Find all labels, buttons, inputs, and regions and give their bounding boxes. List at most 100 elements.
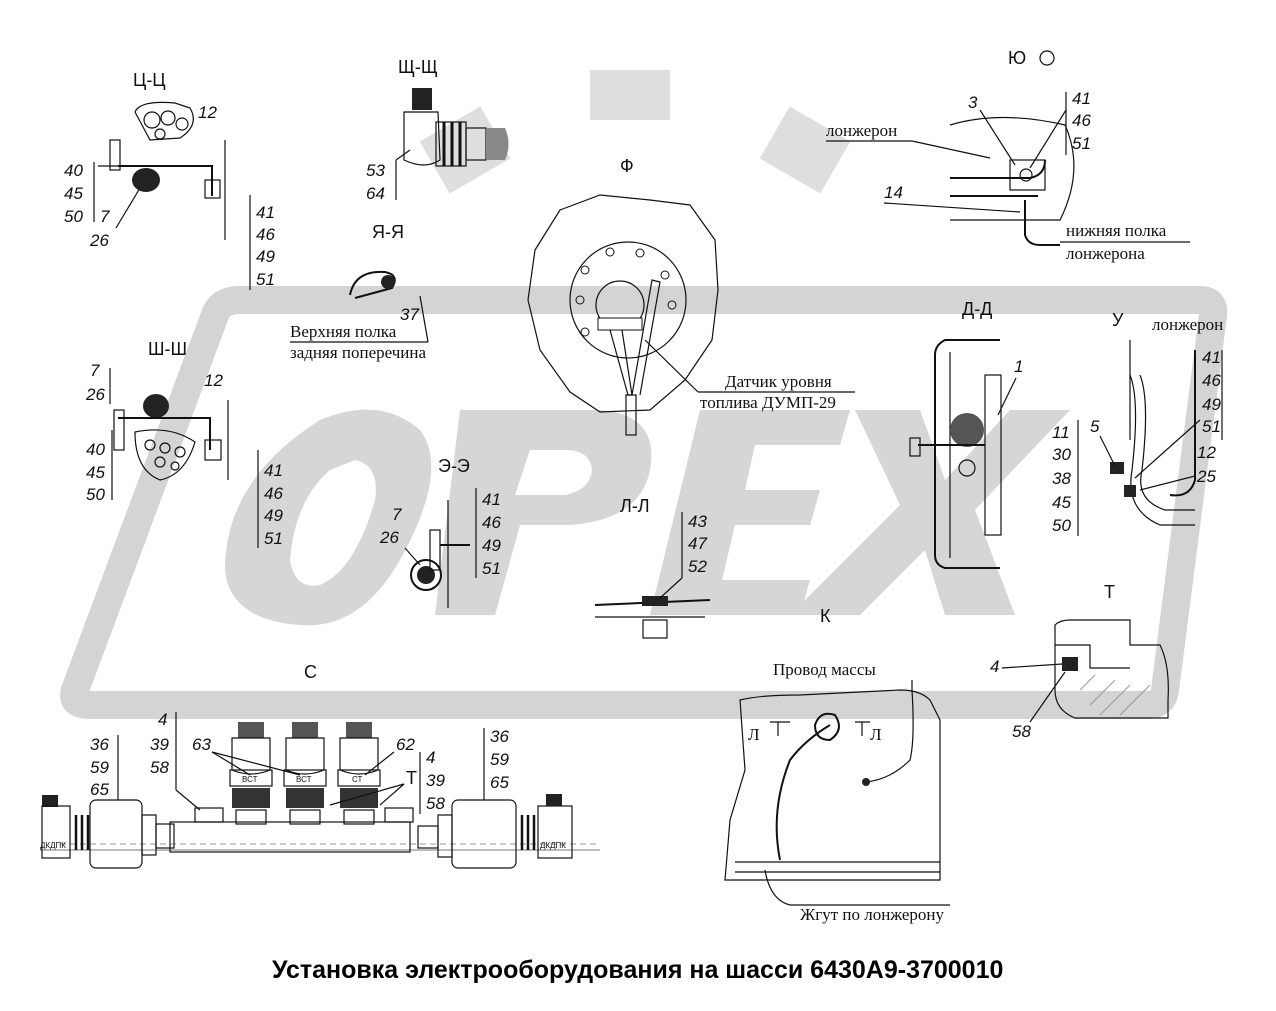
section-label-t2: Т: [406, 768, 417, 788]
callout-39: 39: [426, 771, 445, 790]
view-u: У лонжерон 41 46 49 51 12 25 5 11 30 38 …: [1052, 310, 1223, 536]
callout-47: 47: [688, 534, 707, 553]
callout-53: 53: [366, 161, 385, 180]
callout-65: 65: [490, 773, 509, 792]
callout-12: 12: [198, 103, 217, 122]
view-shchshch: Щ-Щ 53 64: [366, 57, 509, 203]
callout-45: 45: [1052, 493, 1071, 512]
callout-41: 41: [256, 203, 275, 222]
callout-4: 4: [426, 748, 435, 767]
callout-40: 40: [64, 161, 83, 180]
callout-40: 40: [86, 440, 105, 459]
label-lonzheron-2: лонжерон: [1152, 315, 1223, 334]
callout-51: 51: [1072, 134, 1091, 153]
view-ll: Л-Л 43 47 52: [594, 496, 711, 639]
view-ground-wire: Провод массы Л Л Жгут по лонжерону: [724, 660, 950, 924]
callout-11: 11: [1052, 423, 1070, 442]
callout-51: 51: [264, 529, 283, 548]
tag-right-connector: ДКДПК: [540, 841, 566, 850]
view-s-switch-block: С ДКДПК ВСТ ВСТ: [40, 662, 600, 869]
callout-26: 26: [379, 528, 399, 547]
section-label-shsh: Ш-Ш: [148, 339, 187, 359]
callout-36: 36: [90, 735, 109, 754]
section-label-shchshch: Щ-Щ: [398, 57, 438, 77]
callout-7: 7: [392, 505, 402, 524]
callout-62: 62: [396, 735, 415, 754]
view-shsh: Ш-Ш 7 26 12 40 45 50 41 46 49 51: [85, 339, 283, 548]
callout-64: 64: [366, 184, 385, 203]
callout-45: 45: [64, 184, 83, 203]
label-rear-cross: задняя поперечина: [290, 343, 427, 362]
callout-46: 46: [256, 225, 275, 244]
section-label-ee: Э-Э: [438, 456, 470, 476]
label-harness: Жгут по лонжерону: [800, 905, 944, 924]
label-lonzheron-1: лонжерон: [826, 121, 897, 140]
section-label-dd: Д-Д: [962, 299, 992, 319]
view-tsts: Ц-Ц 12 40 45 50 7 26 41 46 49 51: [64, 70, 275, 290]
callout-30: 30: [1052, 445, 1071, 464]
callout-5: 5: [1090, 417, 1100, 436]
callout-50: 50: [64, 207, 83, 226]
callout-58: 58: [426, 794, 445, 813]
callout-41: 41: [1202, 348, 1221, 367]
callout-3: 3: [968, 93, 978, 112]
callout-41: 41: [482, 490, 501, 509]
section-label-f: Ф: [620, 156, 634, 176]
callout-51: 51: [1202, 417, 1221, 436]
callout-49: 49: [1202, 395, 1221, 414]
callout-51: 51: [256, 270, 275, 289]
section-label-u: У: [1112, 310, 1124, 330]
callout-26: 26: [85, 385, 105, 404]
callout-45: 45: [86, 463, 105, 482]
callout-49: 49: [256, 247, 275, 266]
label-sensor-2: топлива ДУМП-29: [700, 393, 836, 412]
callout-59: 59: [90, 758, 109, 777]
view-yaya: Я-Я 37 Верхняя полка задняя поперечина: [290, 222, 429, 362]
callout-50: 50: [86, 485, 105, 504]
tag-vst-2: ВСТ: [296, 775, 312, 784]
drawing-title: Установка электрооборудования на шасси 6…: [272, 956, 1003, 984]
callout-12: 12: [1197, 443, 1216, 462]
label-ground-wire: Провод массы: [773, 660, 876, 679]
tag-st: СТ: [352, 775, 363, 784]
watermark-logo: [60, 70, 1228, 719]
callout-39: 39: [150, 735, 169, 754]
switch-group: ВСТ ВСТ СТ: [229, 722, 381, 825]
label-lower-shelf-2: лонжерона: [1066, 244, 1145, 263]
section-label-ll: Л-Л: [620, 496, 650, 516]
callout-46: 46: [264, 484, 283, 503]
section-label-t: Т: [1104, 582, 1115, 602]
tag-vst-1: ВСТ: [242, 775, 258, 784]
callout-12: 12: [204, 371, 223, 390]
callout-7: 7: [100, 207, 110, 226]
view-yu: Ю 3 41 46 51 лонжерон 14 нижняя полка ло…: [826, 48, 1190, 263]
view-dd: Д-Д 1: [909, 299, 1023, 569]
view-ee: Э-Э 7 26 41 46 49 51: [379, 456, 501, 608]
callout-46: 46: [1202, 371, 1221, 390]
section-label-s: С: [304, 662, 317, 682]
callout-52: 52: [688, 557, 707, 576]
watermark-letters: [225, 409, 1070, 626]
callout-41: 41: [1072, 89, 1091, 108]
callout-36: 36: [490, 727, 509, 746]
callout-26: 26: [89, 231, 109, 250]
callout-63: 63: [192, 735, 211, 754]
callout-65: 65: [90, 780, 109, 799]
callout-46: 46: [1072, 111, 1091, 130]
section-label-tsts: Ц-Ц: [133, 70, 166, 90]
view-f-fuel-sensor: Ф Датчик уровня топлива ДУМП-29: [527, 156, 855, 436]
callout-51: 51: [482, 559, 501, 578]
callout-4: 4: [990, 657, 999, 676]
label-lower-shelf-1: нижняя полка: [1066, 221, 1167, 240]
callout-14: 14: [884, 183, 903, 202]
section-label-l2: Л: [870, 725, 882, 744]
callout-43: 43: [688, 512, 707, 531]
section-label-yaya: Я-Я: [372, 222, 404, 242]
section-label-k: К: [820, 606, 831, 626]
section-label-yu: Ю: [1008, 48, 1026, 68]
view-t: Т 4 58: [990, 582, 1169, 741]
callout-4: 4: [158, 710, 167, 729]
callout-49: 49: [482, 536, 501, 555]
